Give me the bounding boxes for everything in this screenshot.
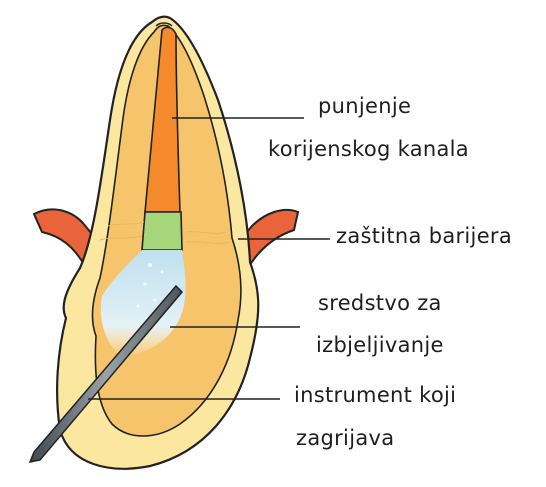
label-canal-filling-line1: punjenje <box>318 96 411 117</box>
label-whitening-agent-line2: izbjeljivanje <box>316 335 444 356</box>
label-whitening-agent-line1: sredstvo za <box>318 293 442 314</box>
label-protective-barrier: zaštitna barijera <box>336 226 512 247</box>
label-heating-instrument-line1: instrument koji <box>294 385 456 406</box>
label-canal-filling-line2: korijenskog kanala <box>268 139 469 160</box>
label-heating-instrument-line2: zagrijava <box>296 428 394 449</box>
barrier-layer <box>142 212 182 250</box>
